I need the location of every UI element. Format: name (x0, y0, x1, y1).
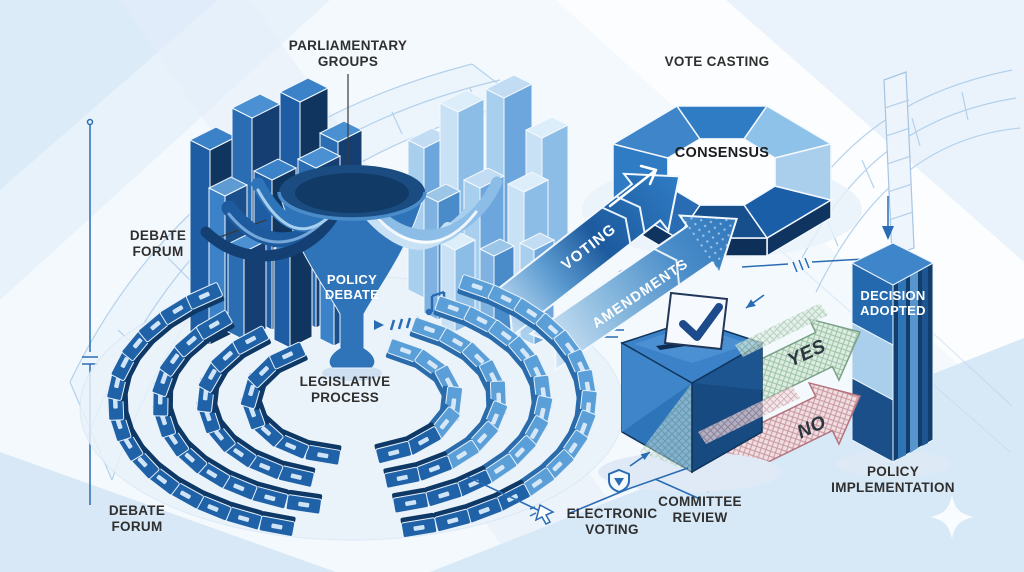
label-debate-forum-upper: DEBATE FORUM (129, 228, 187, 259)
seat-block (285, 489, 323, 515)
seat-block (232, 325, 271, 359)
seat-block (433, 504, 472, 533)
seat-block (220, 469, 259, 501)
seat-block (374, 436, 413, 464)
label-electronic-voting: ELECTRONIC VOTING (566, 506, 658, 537)
label-committee-review: COMMITTEE REVIEW (658, 494, 742, 525)
seat-block (269, 341, 308, 374)
seat-block (441, 436, 480, 471)
label-decision-adopted: DECISION ADOPTED (860, 288, 926, 319)
play-icon (374, 320, 384, 330)
policy-debate-funnel (200, 165, 503, 381)
seat-block (464, 493, 503, 524)
ballot-checkmark-icon (663, 291, 729, 351)
sparkle-icon (931, 495, 973, 539)
label-debate-forum-lower: DEBATE FORUM (108, 503, 166, 534)
seat-block (304, 440, 342, 466)
seat-block (225, 502, 264, 531)
label-legislative-process: LEGISLATIVE PROCESS (299, 374, 391, 405)
label-policy-implementation: POLICY IMPLEMENTATION (831, 464, 955, 495)
voting-ribbon (481, 172, 681, 339)
decision-tower (835, 242, 951, 477)
seat-block (403, 422, 442, 456)
label-policy-debate: POLICY DEBATE (324, 272, 380, 303)
amphitheater-seats (106, 274, 598, 539)
seat-block (185, 282, 225, 314)
seat-block (258, 511, 296, 537)
seat-block (159, 294, 199, 329)
flow-connectors (467, 294, 765, 514)
seat-block (392, 487, 429, 514)
seat-block (196, 310, 235, 344)
seat-block (383, 462, 421, 489)
cursor-click-icon (529, 503, 555, 525)
seat-block (457, 274, 496, 304)
label-parliamentary-groups: PARLIAMENTARY GROUPS (288, 38, 408, 69)
seat-block (485, 284, 525, 317)
ballot-box (598, 291, 828, 492)
amendments-ribbon (528, 214, 739, 373)
seat-block (194, 490, 233, 522)
voting-outline-arrow-icon (608, 164, 658, 208)
label-vote-casting: VOTE CASTING (664, 54, 770, 69)
shield-icon (608, 468, 630, 494)
seat-block (400, 512, 438, 539)
label-consensus: CONSENSUS (674, 145, 770, 161)
